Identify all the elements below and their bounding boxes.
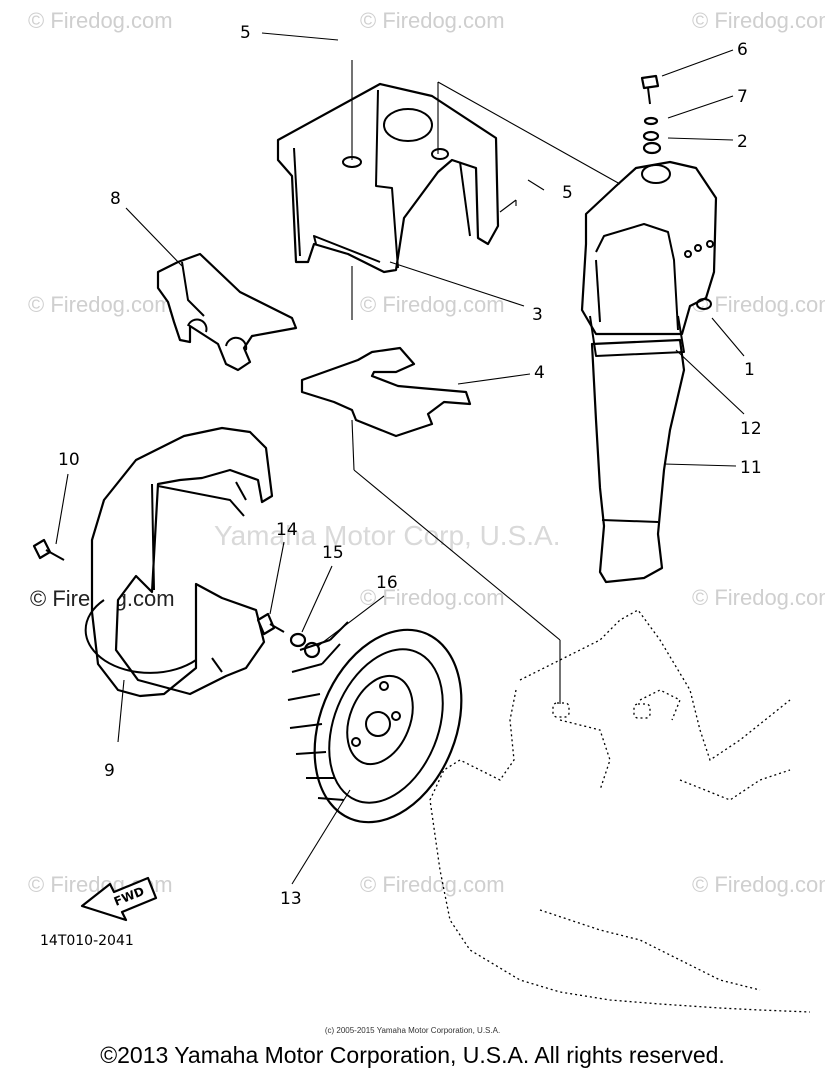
- callout-10: 10: [58, 450, 80, 470]
- part-9-fan-housing: [84, 426, 274, 698]
- watermark: © Firedog.com: [360, 872, 505, 897]
- fwd-arrow: [80, 876, 158, 922]
- part-10-bolt: [32, 538, 65, 561]
- callout-13: 13: [280, 889, 302, 909]
- part-11-12-tube: [589, 315, 686, 584]
- callout-12: 12: [740, 419, 762, 439]
- callout-4: 4: [534, 363, 545, 383]
- watermark: © Firedog.com: [692, 872, 825, 897]
- copyright-notice: ©2013 Yamaha Motor Corporation, U.S.A. A…: [100, 1042, 725, 1068]
- callout-5: 5: [240, 23, 251, 43]
- callouts: 5 5 6 7 2 8 3 4 1 12 11 10 14 15 16 9 13…: [40, 23, 762, 949]
- callout-1: 1: [744, 360, 755, 380]
- callout-11: 11: [740, 458, 762, 478]
- watermark: © Firedog.com: [360, 585, 505, 610]
- callout-8: 8: [110, 189, 121, 209]
- diagram-code: 14T010-2041: [40, 933, 134, 949]
- watermark: © Firedog.com: [692, 585, 825, 610]
- callout-15: 15: [322, 543, 344, 563]
- part-3-cover: [276, 82, 500, 274]
- small-copyright: (c) 2005-2015 Yamaha Motor Corporation, …: [324, 1026, 501, 1035]
- engine-outline: [429, 609, 811, 1013]
- watermark: © Firedog.com: [692, 292, 825, 317]
- part-13-flywheel: [287, 621, 463, 824]
- callout-14: 14: [276, 520, 298, 540]
- watermark-layer: © Firedog.com © Firedog.com © Firedog.co…: [28, 8, 825, 897]
- callout-3: 3: [532, 305, 543, 325]
- watermark: © Firedog.com: [692, 8, 825, 33]
- part-1-duct: [580, 74, 718, 336]
- part-4-gasket: [300, 346, 472, 438]
- callout-6: 6: [737, 40, 748, 60]
- leader-lines: [55, 32, 745, 885]
- watermark: © Firedog.com: [360, 8, 505, 33]
- part-8-bracket: [156, 252, 298, 372]
- part-14-15-16-hardware: [256, 612, 321, 659]
- callout-7: 7: [737, 87, 748, 107]
- watermark: © Firedog.com: [360, 292, 505, 317]
- callout-16: 16: [376, 573, 398, 593]
- callout-9: 9: [104, 761, 115, 781]
- watermark: © Firedog.com: [28, 292, 173, 317]
- callout-2: 2: [737, 132, 748, 152]
- watermark: © Firedog.com: [28, 8, 173, 33]
- callout-5: 5: [562, 183, 573, 203]
- watermark-center: Yamaha Motor Corp, U.S.A.: [214, 520, 561, 551]
